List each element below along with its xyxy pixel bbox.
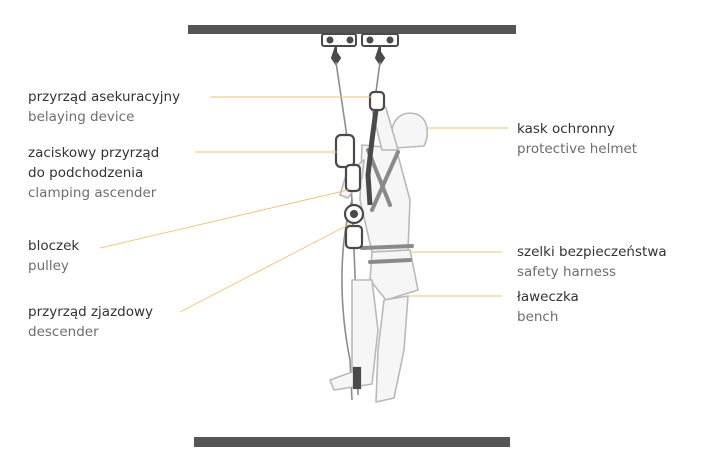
label-ascender-pl1: zaciskowy przyrząd	[28, 145, 160, 161]
label-pulley-en: pulley	[28, 258, 69, 274]
label-helmet-pl: kask ochronny	[517, 121, 615, 137]
leader-lines	[99, 96, 508, 313]
label-bench-en: bench	[517, 309, 559, 325]
label-harness-pl: szelki bezpieczeństwa	[517, 244, 667, 260]
label-belaying-device: przyrząd asekuracyjny belaying device	[28, 87, 180, 127]
label-pulley: bloczek pulley	[28, 236, 79, 276]
label-descender: przyrząd zjazdowy descender	[28, 302, 153, 342]
bottom-beam	[194, 437, 510, 447]
label-bench: ławeczka bench	[517, 287, 579, 327]
equipment	[334, 90, 386, 390]
top-beam	[188, 25, 516, 34]
anchor-plates	[321, 33, 399, 66]
label-descender-pl: przyrząd zjazdowy	[28, 304, 154, 320]
label-protective-helmet: kask ochronny protective helmet	[517, 119, 637, 159]
label-harness-en: safety harness	[517, 264, 617, 280]
label-pulley-pl: bloczek	[28, 238, 80, 254]
label-bench-pl: ławeczka	[517, 289, 579, 305]
label-ascender-en: clamping ascender	[28, 185, 157, 201]
worker-figure	[329, 99, 429, 403]
label-belay-pl: przyrząd asekuracyjny	[28, 89, 181, 105]
label-helmet-en: protective helmet	[517, 141, 638, 157]
label-belay-en: belaying device	[28, 109, 135, 125]
label-descender-en: descender	[28, 324, 99, 340]
label-clamping-ascender: zaciskowy przyrząd do podchodzenia clamp…	[28, 143, 159, 203]
label-safety-harness: szelki bezpieczeństwa safety harness	[517, 242, 667, 282]
label-ascender-pl2: do podchodzenia	[28, 165, 144, 181]
